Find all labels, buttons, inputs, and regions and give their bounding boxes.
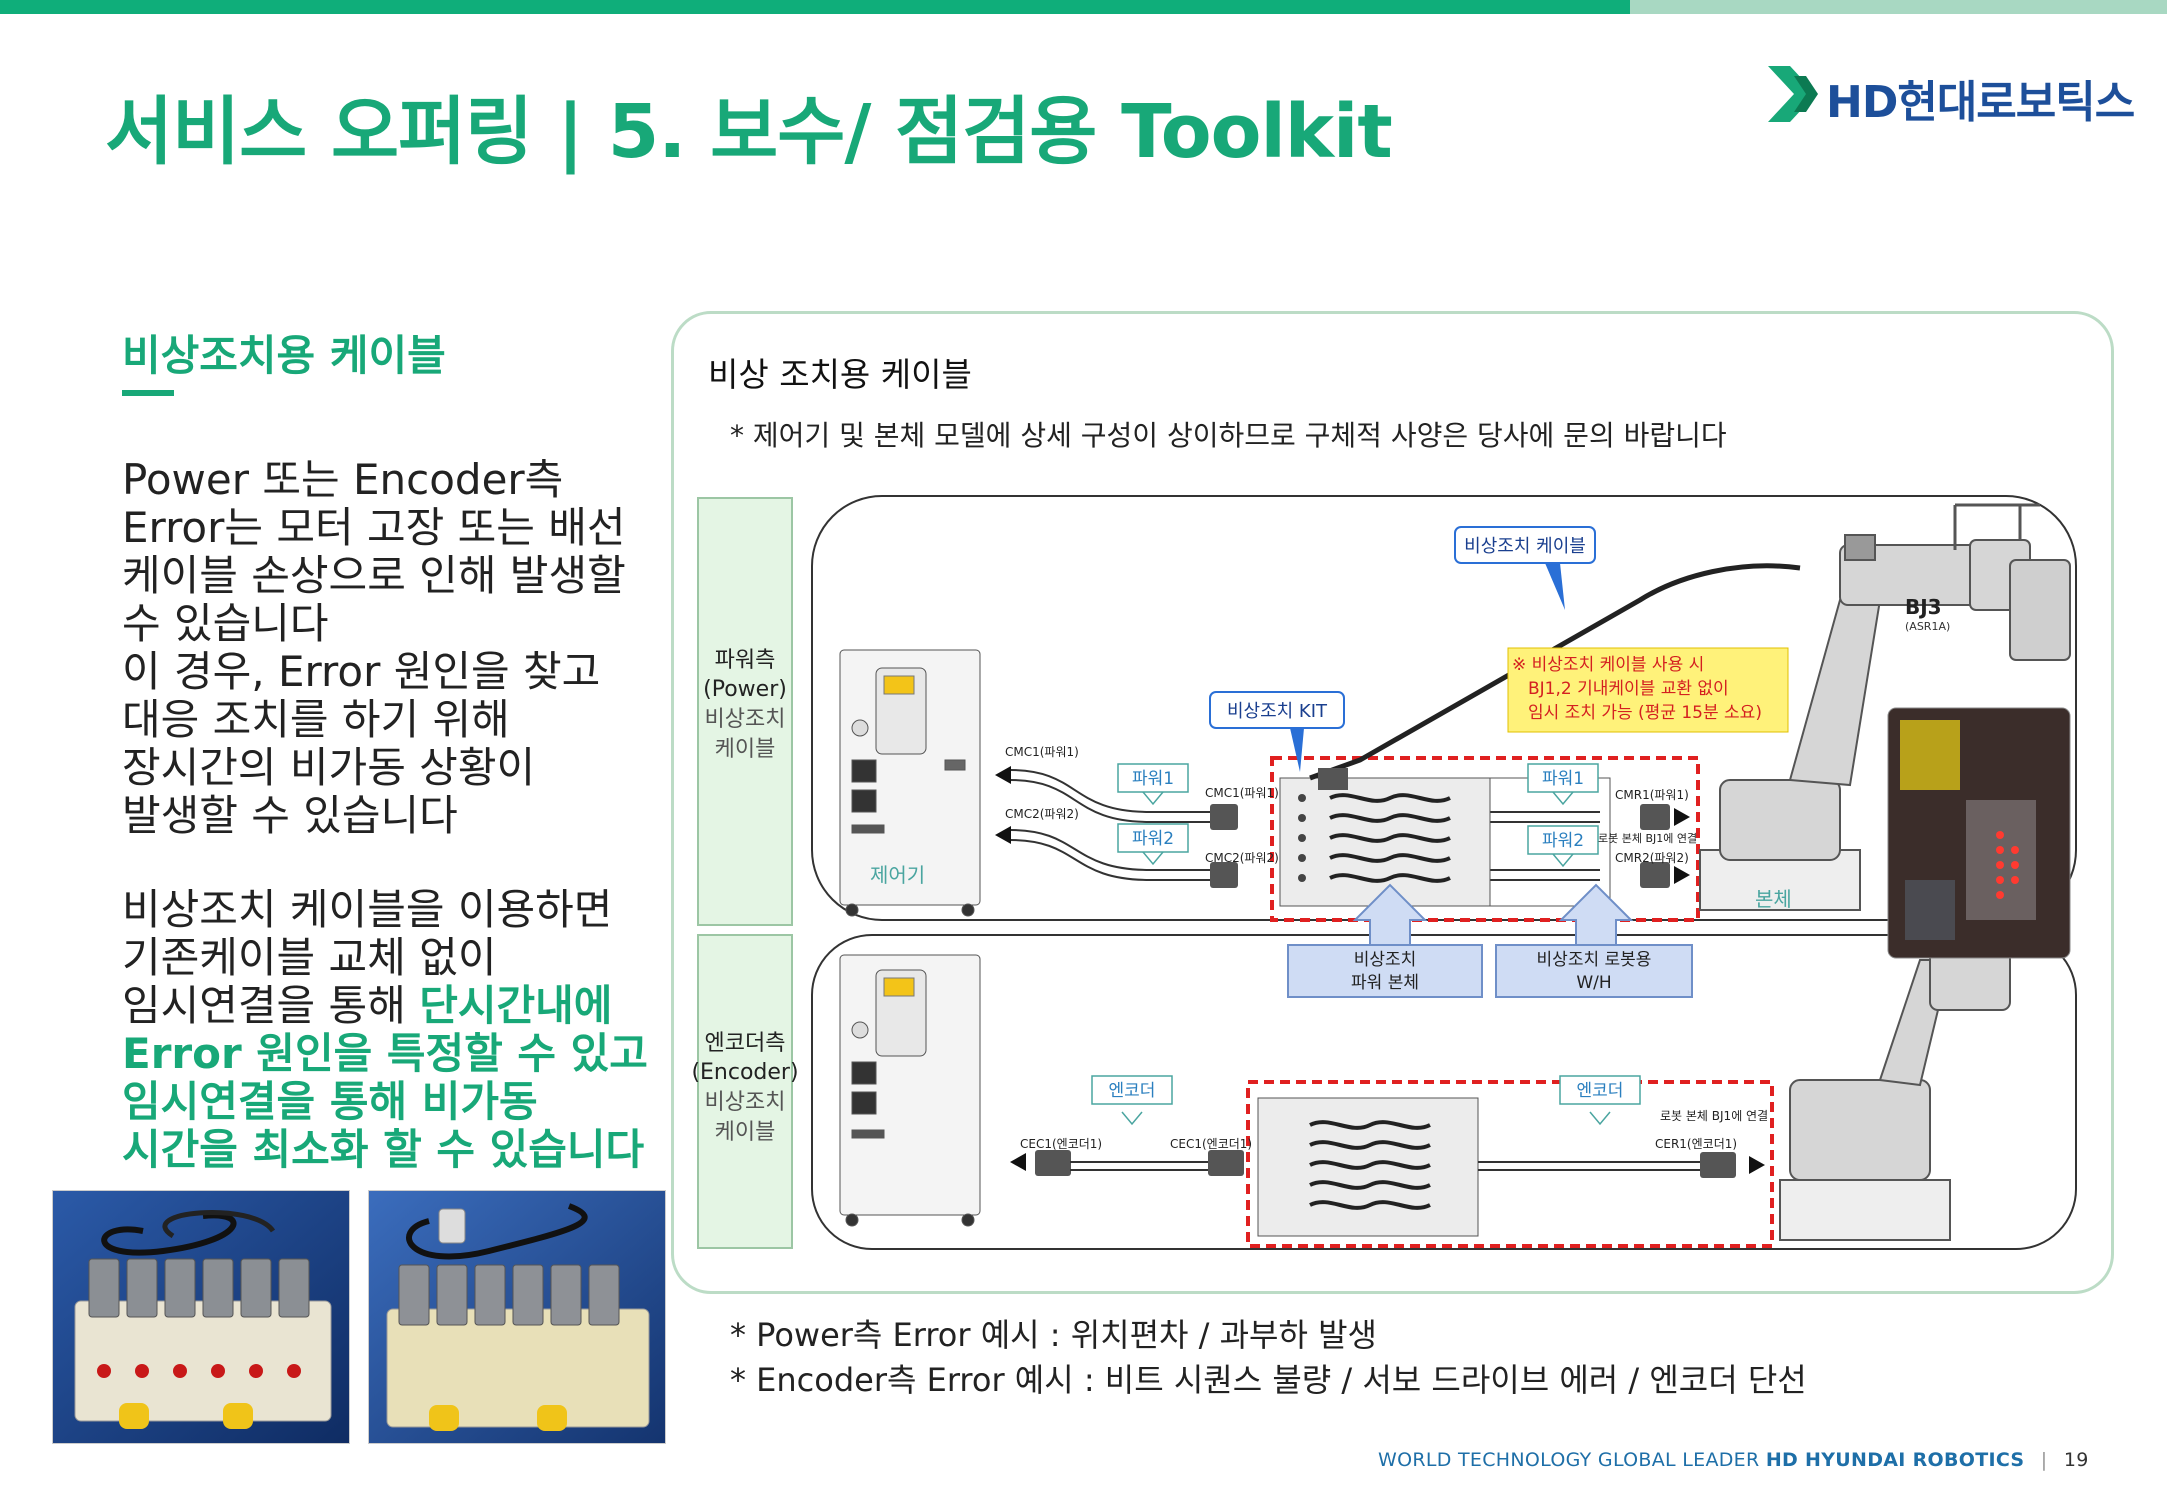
connector-label: CMR2(파워2) (1615, 851, 1689, 865)
page-footer: WORLD TECHNOLOGY GLOBAL LEADER HD HYUNDA… (1378, 1449, 2089, 1471)
up-arrows (1352, 883, 1634, 946)
controller-real-photo (1887, 707, 2071, 959)
robot-power (1699, 534, 2071, 911)
highlight-line: 임시연결을 통해 비가동 (122, 1077, 538, 1126)
cable-kit-photo-1 (52, 1190, 350, 1444)
footer-separator: | (2040, 1449, 2048, 1471)
description-paragraph-1: Power 또는 Encoder측 Error는 모터 고장 또는 배선 케이블… (122, 456, 642, 840)
power1-label: 파워1 (1132, 769, 1174, 789)
encoder-side-label-box (697, 934, 793, 1249)
power-kit-box (1279, 777, 1491, 907)
power-cables (1009, 769, 1600, 881)
hd-hyundai-robotics-logo (1768, 66, 1818, 122)
paragraph-line: 기존케이블 교체 없이 (122, 933, 497, 982)
paragraph-line: 이 경우, Error 원인을 찾고 (122, 647, 601, 696)
footer-brand: HD HYUNDAI ROBOTICS (1765, 1449, 2025, 1471)
footer-tagline: WORLD TECHNOLOGY GLOBAL LEADER (1378, 1449, 1760, 1471)
kit-power-body-text: 파워 본체 (1351, 973, 1419, 993)
paragraph-line: Power 또는 Encoder측 (122, 455, 564, 504)
encoder-label: 엔코더 (1577, 1081, 1624, 1101)
section-title: 비상조치용 케이블 (122, 331, 446, 380)
kit-callout-text: 비상조치 KIT (1227, 701, 1328, 722)
bj1-note: 로봇 본체 BJ1에 연결 (1598, 832, 1697, 845)
body-label: 본체 (1755, 887, 1792, 911)
connector-label: CEC1(엔코더1) (1020, 1137, 1102, 1151)
cable-callout (1454, 526, 1596, 564)
power2-label: 파워2 (1542, 831, 1584, 851)
connector-label: CMC2(파워2) (1005, 807, 1079, 821)
section-divider (122, 390, 174, 396)
highlight-text: 단시간내에 (419, 981, 613, 1030)
encoder-kit-cables (1309, 1120, 1431, 1210)
encoder-kit-dashed-outline (1246, 1080, 1774, 1248)
warning-text: 임시 조치 가능 (평균 15분 소요) (1528, 703, 1762, 723)
panel-title: 비상 조치용 케이블 (708, 355, 972, 394)
power-kit-dashed-outline (1270, 756, 1700, 922)
power-side-label: 케이블 (715, 737, 776, 762)
connector-label: CER1(엔코더1) (1655, 1137, 1737, 1151)
logo-chevron-inner-icon (1794, 76, 1818, 112)
bj3-label: BJ3 (1905, 595, 1942, 619)
paragraph-line: 대응 조치를 하기 위해 (122, 695, 510, 744)
kit-power-body-box (1287, 944, 1483, 998)
encoder-side-label: 엔코더측 (705, 1031, 786, 1056)
encoder-side-label: 케이블 (715, 1120, 776, 1145)
top-accent-bar-light (1630, 0, 2167, 14)
kit-power-body-text: 비상조치 (1354, 950, 1417, 970)
encoder-side-label: 비상조치 (705, 1090, 786, 1115)
kit-robot-wh-text: 비상조치 로봇용 (1537, 950, 1652, 970)
paragraph-line: 발생할 수 있습니다 (122, 791, 458, 840)
warning-text: ※ 비상조치 케이블 사용 시 (1512, 655, 1704, 675)
kit-robot-wh-box (1495, 944, 1693, 998)
paragraph-text: 임시연결을 통해 (122, 981, 420, 1030)
warning-box (1507, 647, 1789, 733)
paragraph-line: 수 있습니다 (122, 599, 329, 648)
paragraph-line: 장시간의 비가동 상황이 (122, 743, 536, 792)
bj1-note-encoder: 로봇 본체 BJ1에 연결 (1660, 1109, 1768, 1123)
connector-arrows (995, 766, 1765, 1174)
cable-callout-text: 비상조치 케이블 (1464, 536, 1586, 557)
power-side-label: (Power) (703, 677, 787, 702)
connector-label: CEC1(엔코더1) (1170, 1137, 1252, 1151)
top-accent-bar (0, 0, 1630, 14)
controller-encoder (839, 954, 981, 1227)
cable-kit-photo-2 (368, 1190, 666, 1444)
paragraph-line: 비상조치 케이블을 이용하면 (122, 885, 613, 934)
page-title: 서비스 오퍼링 | 5. 보수/ 점검용 Toolkit (105, 89, 1393, 175)
power1-label: 파워1 (1542, 769, 1584, 789)
kit-robot-wh-text: W/H (1576, 973, 1611, 993)
highlight-line: Error 원인을 특정할 수 있고 (122, 1029, 648, 1078)
connector-label: CMC1(파워1) (1205, 786, 1279, 800)
power-side-label: 비상조치 (705, 707, 786, 732)
connector-label: CMC2(파워2) (1205, 851, 1279, 865)
page-number: 19 (2063, 1449, 2089, 1471)
bj3-sub-label: (ASR1A) (1905, 620, 1950, 633)
encoder-label: 엔코더 (1109, 1081, 1156, 1101)
encoder-side-label: (Encoder) (691, 1060, 798, 1085)
power-side-label-box (697, 497, 793, 926)
emergency-cable-line (1309, 563, 1801, 781)
connector-label: CMC1(파워1) (1005, 745, 1079, 759)
warning-text: BJ1,2 기내케이블 교환 없이 (1528, 679, 1729, 699)
power2-label: 파워2 (1132, 829, 1174, 849)
connector-label: CMR1(파워1) (1615, 788, 1689, 802)
connector-plugs (1035, 804, 1736, 1178)
paragraph-line: 케이블 손상으로 인해 발생할 (122, 551, 626, 600)
controller-label: 제어기 (870, 863, 925, 887)
description-paragraph-2: 비상조치 케이블을 이용하면 기존케이블 교체 없이 임시연결을 통해 단시간내… (122, 885, 648, 1174)
highlight-line: 시간을 최소화 할 수 있습니다 (122, 1125, 645, 1174)
paragraph-line: 임시연결을 통해 단시간내에 (122, 982, 642, 1030)
controller-power (839, 649, 981, 917)
footnote-encoder: * Encoder측 Error 예시 : 비트 시퀀스 불량 / 서보 드라이… (730, 1361, 1807, 1399)
robot-encoder (1779, 949, 2011, 1241)
footnote-power: * Power측 Error 예시 : 위치편차 / 과부하 발생 (730, 1316, 1377, 1354)
power-kit-cables (1329, 793, 1451, 883)
panel-note: * 제어기 및 본체 모델에 상세 구성이 상이하므로 구체적 사양은 당사에 … (730, 419, 1727, 452)
power-side-label: 파워측 (715, 648, 776, 673)
emergency-cable-diagram: 파워측 (Power) 비상조치 케이블 엔코더측 (Encoder) 비상조치… (691, 495, 2077, 1250)
logo-text: HD현대로보틱스 (1826, 77, 2135, 128)
kit-callout (1209, 691, 1345, 729)
paragraph-line: Error는 모터 고장 또는 배선 (122, 503, 626, 552)
